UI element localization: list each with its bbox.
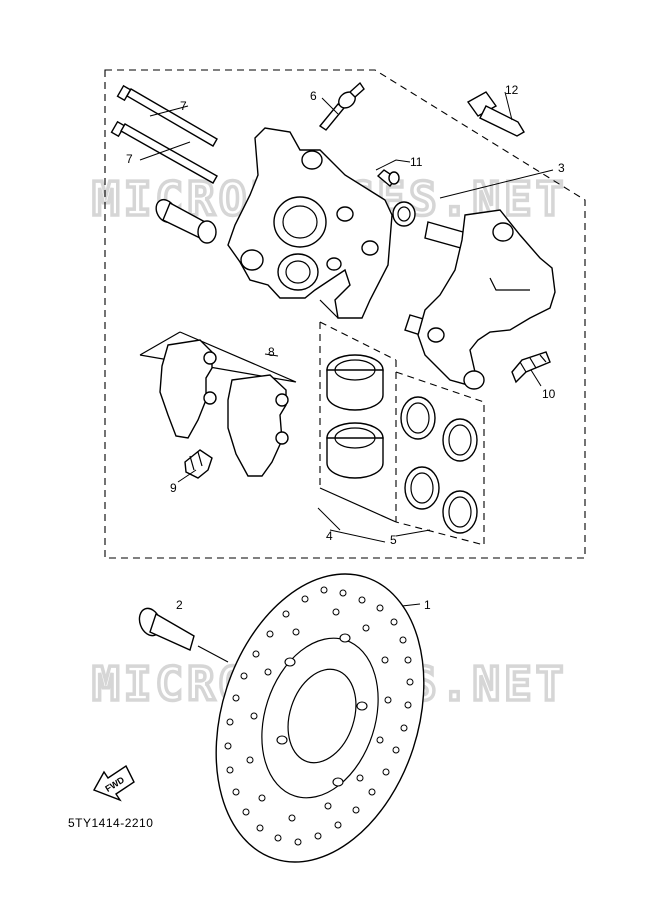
- callout-4: 4: [326, 529, 333, 543]
- callout-5: 5: [390, 533, 397, 547]
- callout-10: 10: [542, 387, 556, 401]
- callout-6: 6: [310, 89, 317, 103]
- forward-arrow-icon: FWD: [92, 764, 135, 802]
- part-5-seal-frame: [395, 371, 485, 546]
- part-4-piston-lower: [326, 422, 384, 479]
- part-11-boot: [376, 169, 400, 188]
- part-5-seal-set: [400, 396, 478, 534]
- callout-2: 2: [176, 598, 183, 612]
- callout-8: 8: [268, 345, 275, 359]
- callout-1: 1: [424, 598, 431, 612]
- callout-9: 9: [170, 481, 177, 495]
- part-8-pad-outer: [227, 374, 289, 477]
- leader-lines: [139, 91, 554, 663]
- part-8-pad-inner: [159, 339, 217, 439]
- part-4-piston-frame: [319, 321, 397, 523]
- part-12-bolt: [466, 91, 525, 137]
- diagram-part-code: 5TY1414-2210: [68, 816, 153, 830]
- part-4-piston-upper: [326, 354, 384, 411]
- sleeve-bolt: [155, 198, 217, 244]
- callout-7-lower: 7: [126, 152, 133, 166]
- part-7-bolt-upper: [116, 84, 218, 147]
- caliper-body: [227, 127, 393, 319]
- part-9-pad-spring: [184, 449, 213, 479]
- part-3-bracket: [404, 209, 556, 390]
- bushing: [392, 201, 416, 227]
- part-6-bleed-screw: [318, 81, 365, 131]
- callout-7-upper: 7: [180, 99, 187, 113]
- part-2-disc-bolt: [138, 607, 195, 651]
- callout-3: 3: [558, 161, 565, 175]
- part-7-bolt-lower: [110, 120, 218, 184]
- callout-11: 11: [410, 155, 423, 169]
- part-1-brake-disc: [215, 573, 425, 863]
- callout-12: 12: [505, 83, 519, 97]
- part-10-pad-clip: [511, 351, 551, 384]
